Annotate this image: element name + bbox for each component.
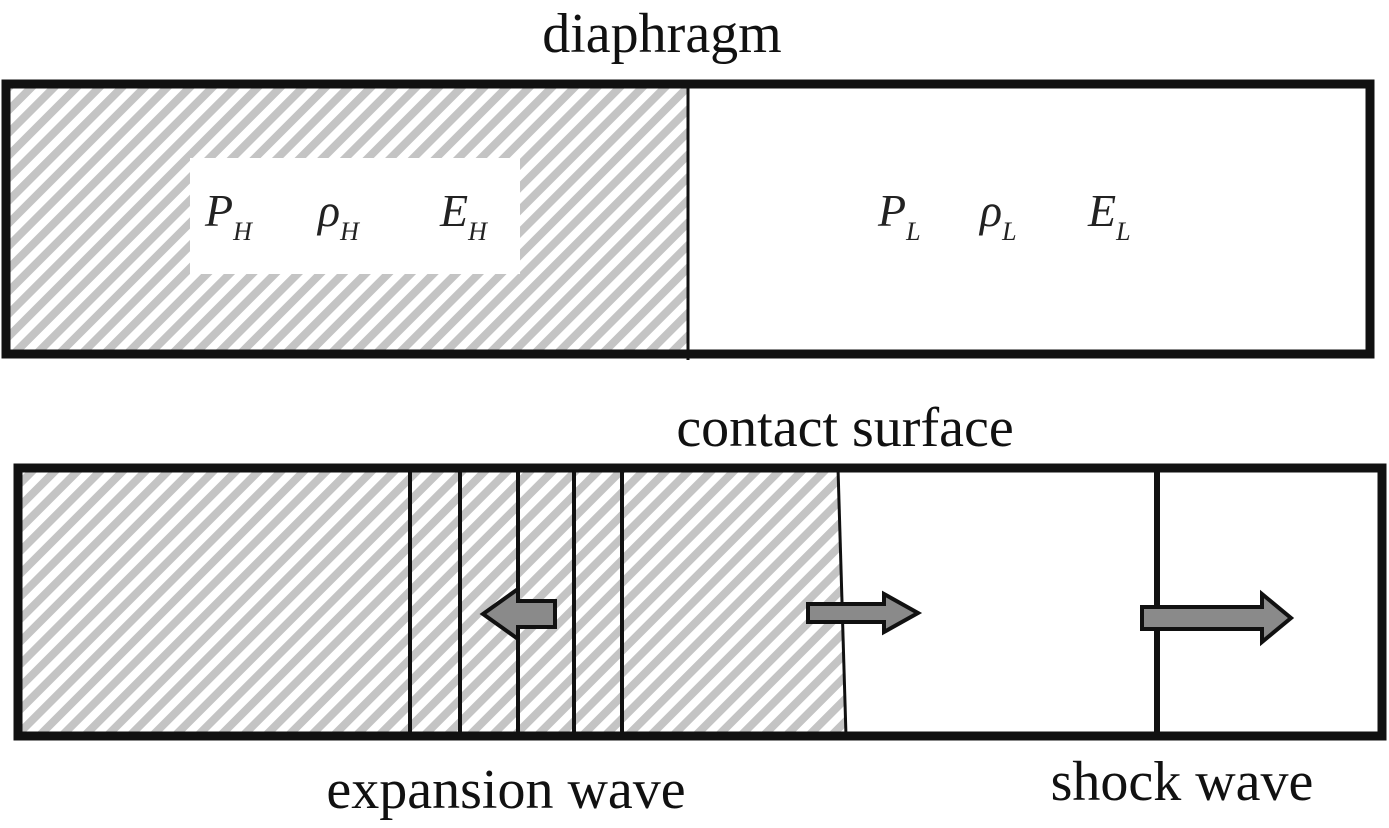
shock-wave-arrow-icon (1140, 589, 1295, 647)
high-density-symbol: ρH (316, 185, 360, 246)
after-rupture-tube: contact surface expansion wave shock wav… (13, 397, 1387, 821)
high-energy-symbol: EH (439, 185, 488, 246)
contact-surface-arrow-icon (806, 590, 923, 636)
variables-label-box (190, 158, 520, 274)
bottom-tube-outline (13, 463, 1387, 741)
low-pressure-symbol: PL (877, 185, 921, 246)
top-tube-outline (1, 79, 1375, 359)
contact-surface-label: contact surface (676, 397, 1013, 459)
initial-state-tube: PH ρH EH PL ρL EL diaphragm (1, 3, 1375, 360)
low-energy-symbol: EL (1087, 185, 1131, 246)
expansion-wave-label: expansion wave (326, 759, 685, 821)
low-density-symbol: ρL (978, 185, 1017, 246)
high-pressure-symbol: PH (204, 185, 253, 246)
diaphragm-label: diaphragm (542, 3, 781, 65)
expanded-gas-region (18, 468, 846, 736)
shock-wave-label: shock wave (1051, 751, 1314, 813)
expansion-wave-arrow-icon (479, 585, 557, 643)
